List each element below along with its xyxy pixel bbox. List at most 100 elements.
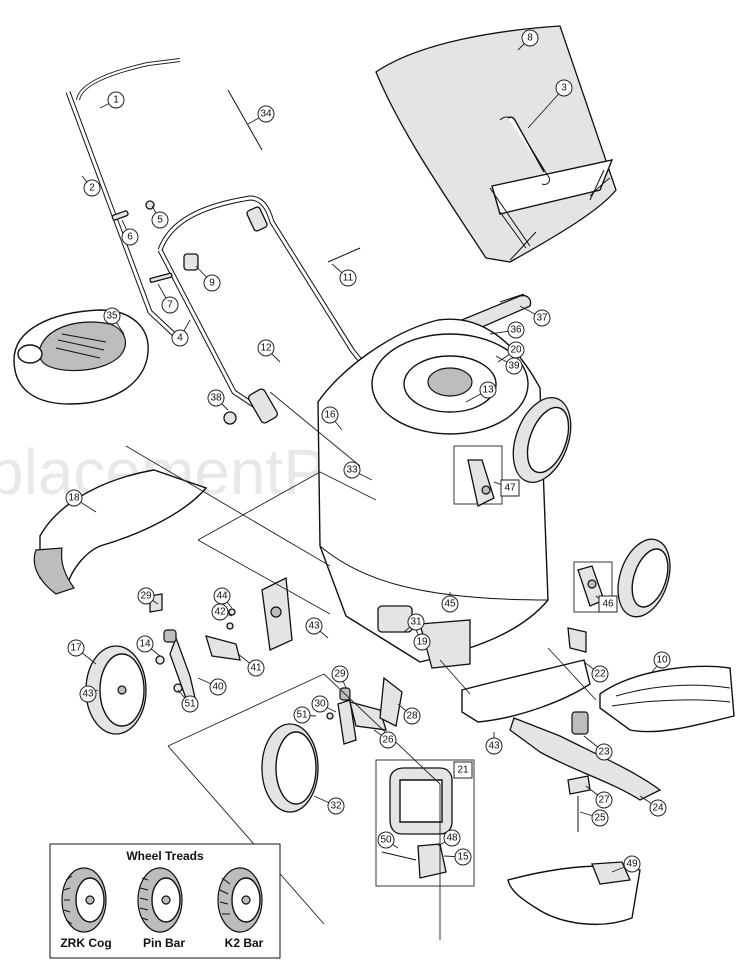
callout-number: 41 (250, 663, 262, 674)
callout-number: 34 (260, 109, 272, 120)
callout-number: 51 (184, 699, 196, 710)
assembly-outline-handle (269, 391, 361, 467)
callout-number: 33 (346, 465, 358, 476)
callout-12: 12 (257, 339, 275, 357)
assembly-outline-left (167, 673, 441, 940)
callout-circle (103, 307, 121, 325)
callout-circle (311, 695, 329, 713)
wheel-front-left (85, 645, 147, 735)
callout-number: 12 (260, 343, 272, 354)
callout-circle (67, 639, 85, 657)
callout-39: 39 (505, 357, 523, 375)
callout-number: 45 (444, 599, 456, 610)
wheel-treads-inset: Wheel Treads ZRK Cog Pin Bar K2 Bar (49, 843, 281, 959)
callout-38: 38 (207, 389, 225, 407)
tread-pin-bar (137, 867, 183, 933)
callout-circle (305, 617, 323, 635)
callout-number: 38 (210, 393, 222, 404)
assembly-outline-deck (439, 659, 471, 695)
callout-number: 22 (594, 669, 606, 680)
callout-number: 18 (68, 493, 80, 504)
callout-number: 51 (296, 710, 308, 721)
callout-43: 43 (485, 737, 503, 755)
callout-6: 6 (121, 228, 139, 246)
callout-circle (213, 587, 231, 605)
callout-27: 27 (595, 791, 613, 809)
callout-number: 27 (598, 795, 610, 806)
callout-number: 28 (406, 711, 418, 722)
deck-skirt (461, 659, 591, 723)
boxed-label-47: 47 (500, 479, 520, 497)
callout-circle (623, 855, 641, 873)
callout-circle (649, 799, 667, 817)
callout-32: 32 (327, 797, 345, 815)
callout-circle (207, 389, 225, 407)
callout-number: 15 (457, 852, 469, 863)
callout-18: 18 (65, 489, 83, 507)
callout-circle (505, 357, 523, 375)
handle-knob (183, 253, 199, 271)
callout-number: 26 (382, 735, 394, 746)
tread-k2-bar (217, 867, 263, 933)
callout-circle (413, 633, 431, 651)
mulch-plug (507, 861, 641, 926)
callout-51: 51 (293, 706, 311, 724)
callout-circle (121, 228, 139, 246)
callout-45: 45 (441, 595, 459, 613)
callout-13: 13 (479, 381, 497, 399)
callout-22: 22 (591, 665, 609, 683)
rear-wheel-bracket (467, 459, 495, 507)
callout-37: 37 (533, 309, 551, 327)
callout-number: 19 (416, 637, 428, 648)
upper-handle (65, 39, 291, 342)
callout-number: 7 (167, 300, 173, 311)
callout-43: 43 (79, 685, 97, 703)
callout-8: 8 (521, 29, 539, 47)
mower-deck (317, 318, 549, 669)
callout-24: 24 (649, 799, 667, 817)
callout-number: 30 (314, 699, 326, 710)
callout-number: 1 (113, 95, 119, 106)
callout-circle (407, 613, 425, 631)
callout-number: 8 (527, 33, 533, 44)
boxed-label-frame (500, 479, 520, 497)
grass-bag (375, 25, 617, 263)
callout-circle (65, 489, 83, 507)
callout-circle (257, 339, 275, 357)
callout-number: 2 (89, 183, 95, 194)
callout-42: 42 (211, 603, 229, 621)
boxed-label-number: 47 (504, 483, 516, 494)
callout-number: 29 (334, 669, 346, 680)
callout-34: 34 (257, 105, 275, 123)
callout-25: 25 (591, 809, 609, 827)
callout-35: 35 (103, 307, 121, 325)
callout-number: 43 (488, 741, 500, 752)
lower-handle (157, 195, 370, 419)
callout-circle (479, 381, 497, 399)
wheel-rear-right (512, 397, 572, 483)
callout-7: 7 (161, 296, 179, 314)
callout-3: 3 (555, 79, 573, 97)
engine-shroud (13, 309, 149, 405)
tread-zrk-cog (61, 867, 107, 933)
callout-number: 3 (561, 83, 567, 94)
callout-number: 42 (214, 607, 226, 618)
callout-circle (507, 321, 525, 339)
boxed-label-number: 46 (602, 599, 614, 610)
callout-number: 49 (626, 859, 638, 870)
callout-26: 26 (379, 731, 397, 749)
callout-number: 35 (106, 311, 118, 322)
callout-number: 37 (536, 313, 548, 324)
callout-40: 40 (209, 678, 227, 696)
callout-43: 43 (305, 617, 323, 635)
box-46-frame (573, 561, 613, 613)
blade (509, 711, 662, 832)
callout-number: 14 (139, 639, 151, 650)
callout-number: 39 (508, 361, 520, 372)
callout-5: 5 (151, 211, 169, 229)
callout-number: 17 (70, 643, 82, 654)
callout-circle (137, 587, 155, 605)
assembly-outline-skirt (547, 647, 597, 701)
callout-number: 20 (510, 345, 522, 356)
